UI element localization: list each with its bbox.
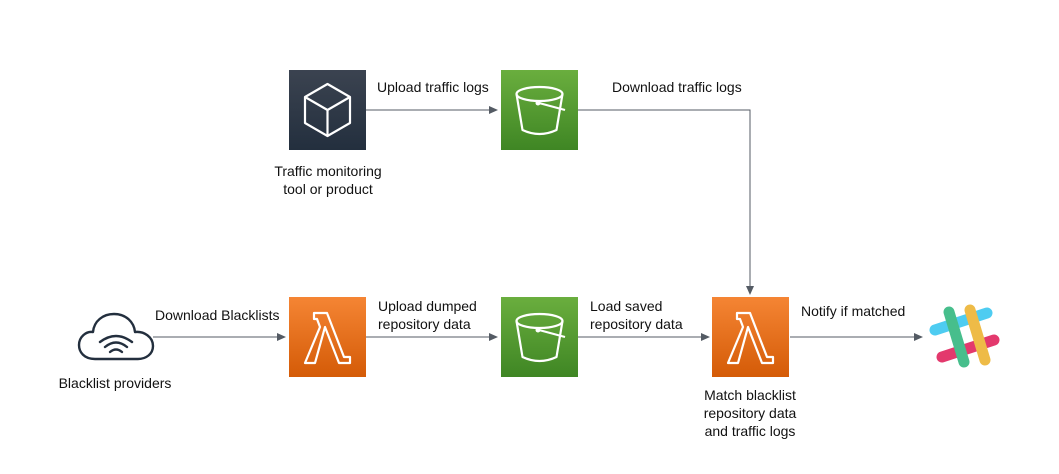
lambda-match-node <box>712 297 789 377</box>
slack-node <box>925 302 1005 374</box>
cube-icon <box>289 70 366 150</box>
edge-label-download-traffic-logs: Download traffic logs <box>612 79 742 95</box>
slack-icon <box>929 304 1000 368</box>
edge-label-notify: Notify if matched <box>801 303 906 319</box>
blacklist-providers-node <box>77 309 155 365</box>
edge-label-download-blacklists: Download Blacklists <box>155 307 280 323</box>
edge-label-load-saved: Load saved repository data <box>590 298 683 332</box>
blacklist-providers-label: Blacklist providers <box>58 375 172 391</box>
lambda-download-node <box>289 297 366 377</box>
s3-repository-node <box>501 297 578 377</box>
s3-bucket-icon <box>501 297 578 377</box>
edge-label-upload-dumped: Upload dumped repository data <box>378 298 477 332</box>
edge-download-traffic-logs <box>578 109 754 295</box>
s3-traffic-logs-node <box>501 70 578 150</box>
cloud-wifi-icon <box>77 312 155 361</box>
s3-bucket-icon <box>501 70 578 150</box>
edge-label-upload-traffic-logs: Upload traffic logs <box>377 79 489 95</box>
traffic-monitoring-tool-label: Traffic monitoring tool or product <box>274 163 382 197</box>
traffic-monitoring-tool-node <box>289 70 366 150</box>
lambda-icon <box>712 297 789 377</box>
lambda-match-label: Match blacklist repository data and traf… <box>703 387 797 439</box>
lambda-icon <box>289 297 366 377</box>
